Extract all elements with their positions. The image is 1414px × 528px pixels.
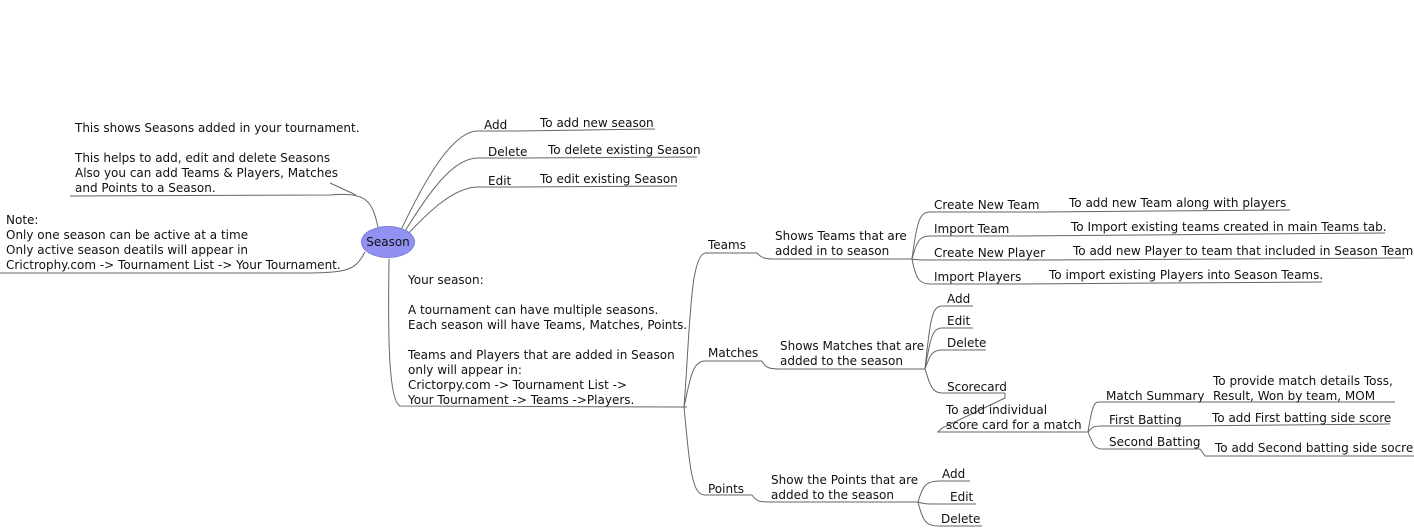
your-season-note: Your season: A tournament can have multi…: [408, 273, 688, 407]
season-edit-node[interactable]: Edit: [488, 174, 512, 188]
teams-desc: Shows Teams that are added in to season: [775, 229, 907, 258]
scorecard-desc: To add individual score card for a match: [946, 403, 1082, 432]
import-team-desc: To Import existing teams created in main…: [1071, 220, 1387, 234]
link-delete: [402, 157, 525, 235]
teams-node[interactable]: Teams: [708, 238, 746, 252]
link-teams: [683, 252, 757, 408]
create-new-team-node[interactable]: Create New Team: [934, 198, 1040, 212]
link-add: [399, 130, 517, 233]
create-new-player-node[interactable]: Create New Player: [934, 246, 1046, 260]
import-players-node[interactable]: Import Players: [934, 270, 1022, 284]
create-new-player-desc: To add new Player to team that included …: [1073, 244, 1414, 258]
import-players-desc: To import existing Players into Season T…: [1049, 268, 1324, 282]
points-add-node[interactable]: Add: [942, 467, 966, 481]
season-add-node[interactable]: Add: [484, 118, 508, 132]
link-points: [683, 406, 752, 496]
match-summary-node[interactable]: Match Summary: [1106, 389, 1205, 403]
link-edit: [405, 186, 517, 237]
matches-add-node[interactable]: Add: [947, 292, 971, 306]
season-root-label: Season: [366, 235, 410, 249]
season-delete-node[interactable]: Delete: [488, 145, 528, 159]
season-root-node[interactable]: Season: [361, 226, 415, 258]
active-season-note: Note: Only one season can be active at a…: [6, 213, 341, 272]
scorecard-node[interactable]: Scorecard: [947, 380, 1007, 394]
matches-delete-node[interactable]: Delete: [947, 336, 987, 350]
first-batting-node[interactable]: First Batting: [1109, 413, 1182, 427]
second-batting-desc: To add Second batting side socre: [1215, 441, 1414, 455]
matches-node[interactable]: Matches: [708, 346, 759, 360]
import-team-node[interactable]: Import Team: [934, 222, 1010, 236]
second-batting-node[interactable]: Second Batting: [1109, 435, 1201, 449]
season-edit-desc: To edit existing Season: [540, 172, 678, 186]
season-delete-desc: To delete existing Season: [548, 143, 701, 157]
match-summary-desc: To provide match details Toss, Result, W…: [1213, 374, 1393, 403]
link-matches: [683, 360, 762, 408]
link-shows-note: [69, 193, 379, 228]
matches-edit-node[interactable]: Edit: [947, 314, 971, 328]
link-note: [0, 251, 366, 274]
season-add-desc: To add new season: [540, 116, 654, 130]
create-new-team-desc: To add new Team along with players: [1069, 196, 1287, 210]
points-edit-node[interactable]: Edit: [950, 490, 974, 504]
points-delete-node[interactable]: Delete: [941, 512, 981, 526]
matches-desc: Shows Matches that are added to the seas…: [780, 339, 925, 368]
shows-seasons-note: This shows Seasons added in your tournam…: [75, 121, 360, 195]
points-node[interactable]: Points: [708, 482, 745, 496]
first-batting-desc: To add First batting side score: [1212, 411, 1392, 425]
points-desc: Show the Points that are added to the se…: [771, 473, 919, 502]
link-your-season: [388, 258, 688, 408]
